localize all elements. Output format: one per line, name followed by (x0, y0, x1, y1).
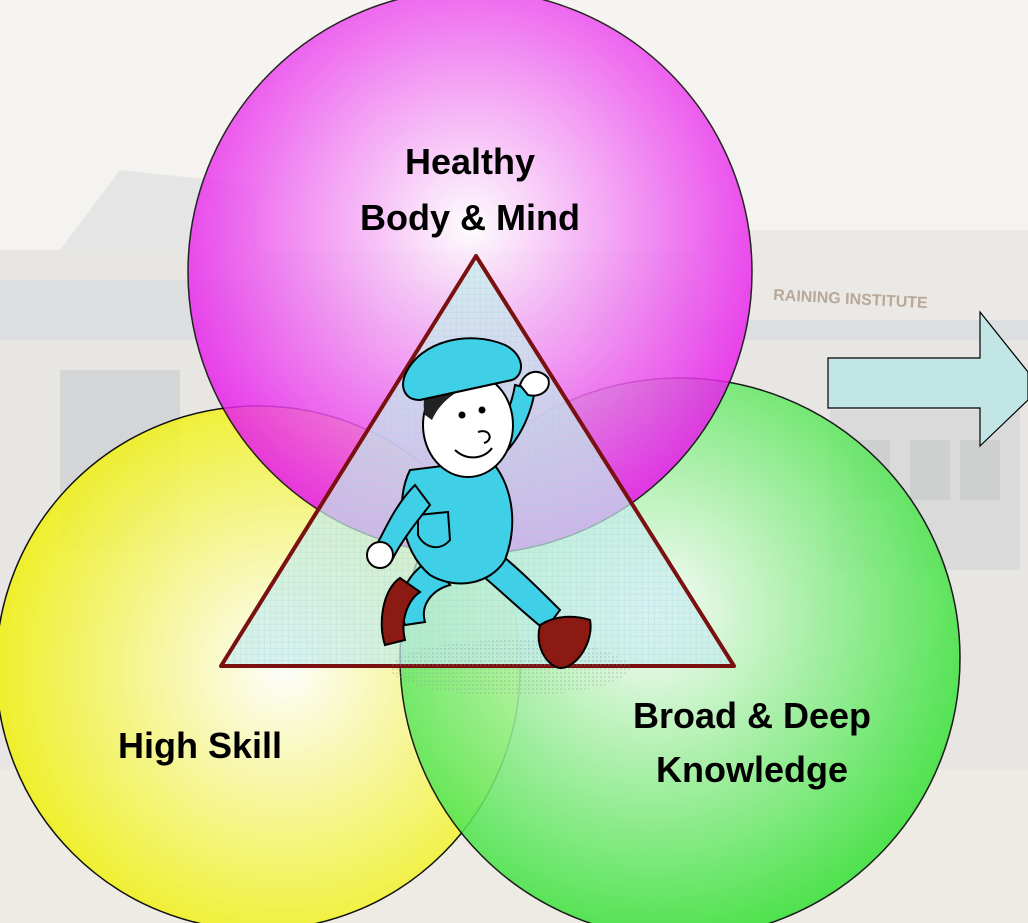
label-healthy-line1: Healthy (405, 141, 535, 182)
label-knowledge-line2: Knowledge (656, 749, 848, 790)
label-knowledge-line1: Broad & Deep (633, 695, 871, 736)
label-healthy-line2: Body & Mind (360, 197, 580, 238)
worker-illustration-icon (366, 337, 630, 696)
label-high-skill: High Skill (118, 725, 282, 766)
right-arrow-icon (827, 310, 1028, 448)
